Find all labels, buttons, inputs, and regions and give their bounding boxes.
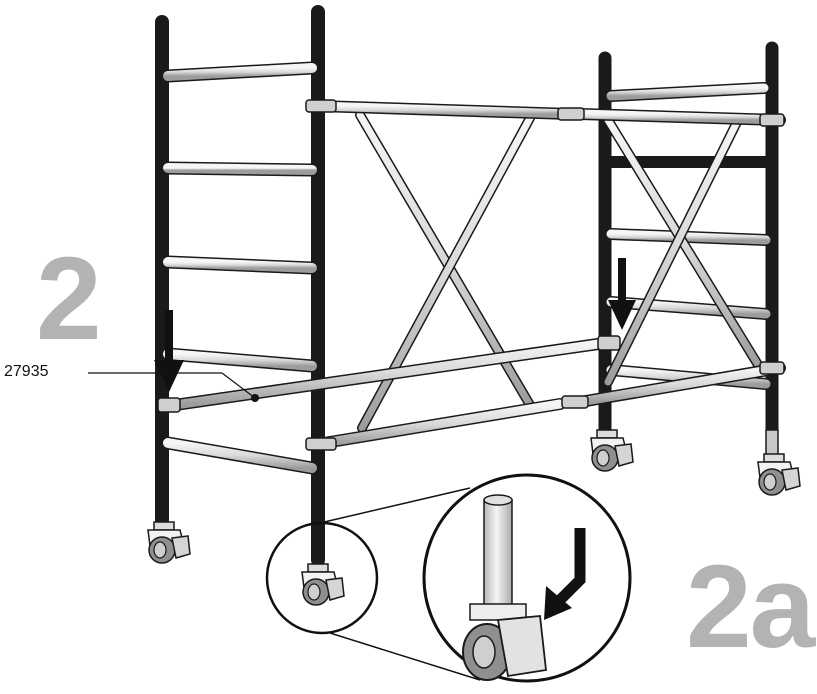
down-arrow-icon <box>154 258 636 392</box>
part-leader-line-2 <box>221 372 256 399</box>
detail-step-number: 2a <box>686 541 815 673</box>
magnify-circle-icon <box>265 473 632 683</box>
step-number: 2 <box>36 233 102 365</box>
part-number-label: 27935 <box>4 363 49 380</box>
left-end-frame <box>155 5 325 567</box>
clamps <box>157 99 785 451</box>
horizontal-braces <box>169 100 786 450</box>
